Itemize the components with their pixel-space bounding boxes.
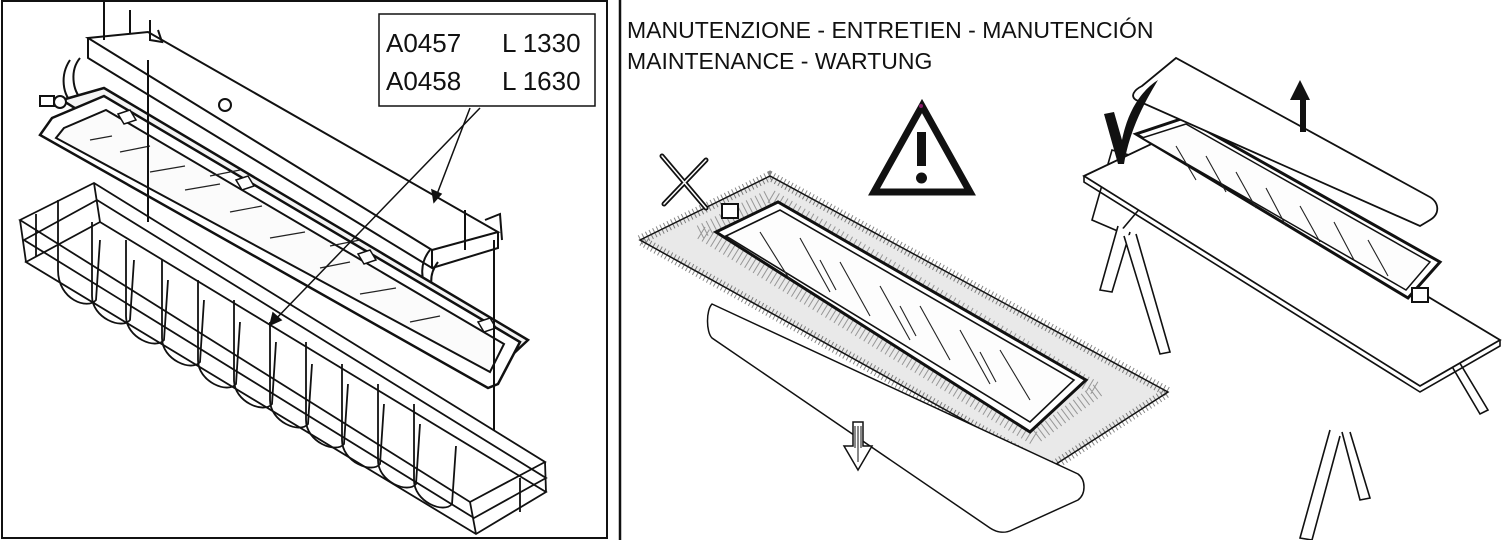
title-line-1: MANUTENZIONE - ENTRETIEN - MANUTENCIÓN (627, 17, 1153, 43)
model-length-2: L 1630 (502, 66, 581, 96)
arrow-up-icon (1290, 80, 1310, 132)
correct-method-scene (1082, 56, 1502, 541)
fixing-rods (147, 60, 495, 430)
wire-guard-cage (18, 181, 548, 536)
left-panel: A0457 L 1330 A0458 L 1630 (1, 0, 608, 539)
leader-lines (268, 107, 481, 327)
arrow-down-icon (842, 421, 874, 472)
check-mark-icon (1104, 80, 1158, 164)
cross-mark-icon (659, 153, 709, 211)
luminaire-body (38, 86, 531, 390)
warning-triangle-icon (868, 98, 976, 196)
model-code-2: A0458 (386, 66, 461, 96)
model-length-1: L 1330 (502, 28, 581, 58)
model-label-box: A0457 L 1330 A0458 L 1630 (378, 13, 596, 107)
wrong-method-scene (629, 153, 1178, 533)
title-line-2: MAINTENANCE - WARTUNG (627, 48, 932, 74)
right-panel: MANUTENZIONE - ENTRETIEN - MANUTENCIÓN M… (627, 17, 1502, 541)
model-code-1: A0457 (386, 28, 461, 58)
